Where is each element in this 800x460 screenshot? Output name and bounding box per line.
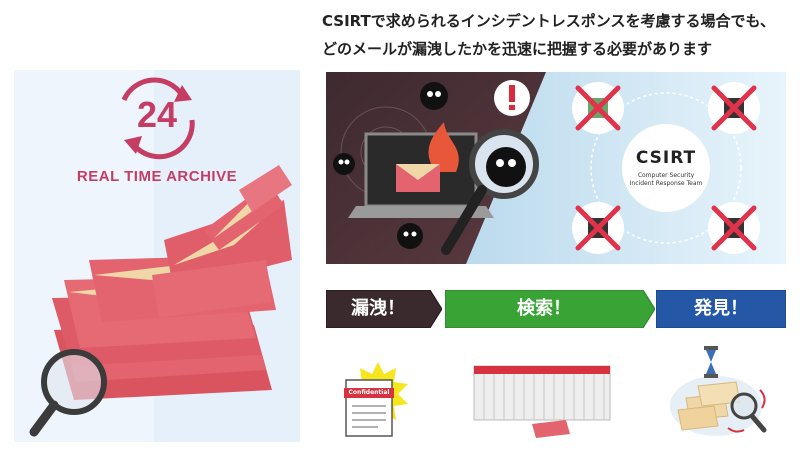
magnifier-icon — [29, 349, 107, 437]
confidential-document-icon: Confidential — [338, 358, 418, 438]
confidential-stamp: Confidential — [348, 389, 390, 396]
magnifier-virus-icon — [441, 129, 539, 255]
envelope-pile — [52, 165, 292, 400]
clock-cycle-icon — [121, 77, 195, 160]
step-leak: 漏洩！ — [326, 290, 442, 328]
alert-icon — [494, 80, 530, 116]
archive-panel: 24 REAL TIME ARCHIVE — [14, 70, 300, 442]
csirt-subtitle-1: Computer Security — [637, 172, 695, 179]
step-found-label: 発見！ — [694, 298, 748, 319]
header-line-1: CSIRTで求められるインシデントレスポンスを考慮する場合でも、 — [322, 12, 776, 30]
archive-title: REAL TIME ARCHIVE — [76, 168, 238, 185]
archive-badge-number: 24 — [136, 94, 178, 135]
csirt-threat-nodes — [572, 82, 760, 254]
laptop-icon — [348, 122, 494, 218]
step-search: 検索！ — [445, 290, 655, 328]
archive-illustration — [29, 77, 292, 437]
csirt-banner: CSIRT Computer Security Incident Respons… — [326, 72, 786, 264]
virus-icons — [333, 82, 448, 249]
search-found-icon — [664, 340, 774, 440]
step-search-label: 検索！ — [517, 298, 571, 319]
csirt-subtitle-2: Incident Response Team — [629, 180, 703, 187]
file-cabinet-icon — [470, 360, 620, 440]
csirt-center-node — [622, 124, 710, 212]
header-line-2: どのメールが漏洩したかを迅速に把握する必要があります — [322, 40, 713, 58]
step-found: 発見！ — [656, 290, 786, 328]
step-leak-label: 漏洩！ — [351, 298, 405, 319]
csirt-title: CSIRT — [635, 148, 697, 168]
